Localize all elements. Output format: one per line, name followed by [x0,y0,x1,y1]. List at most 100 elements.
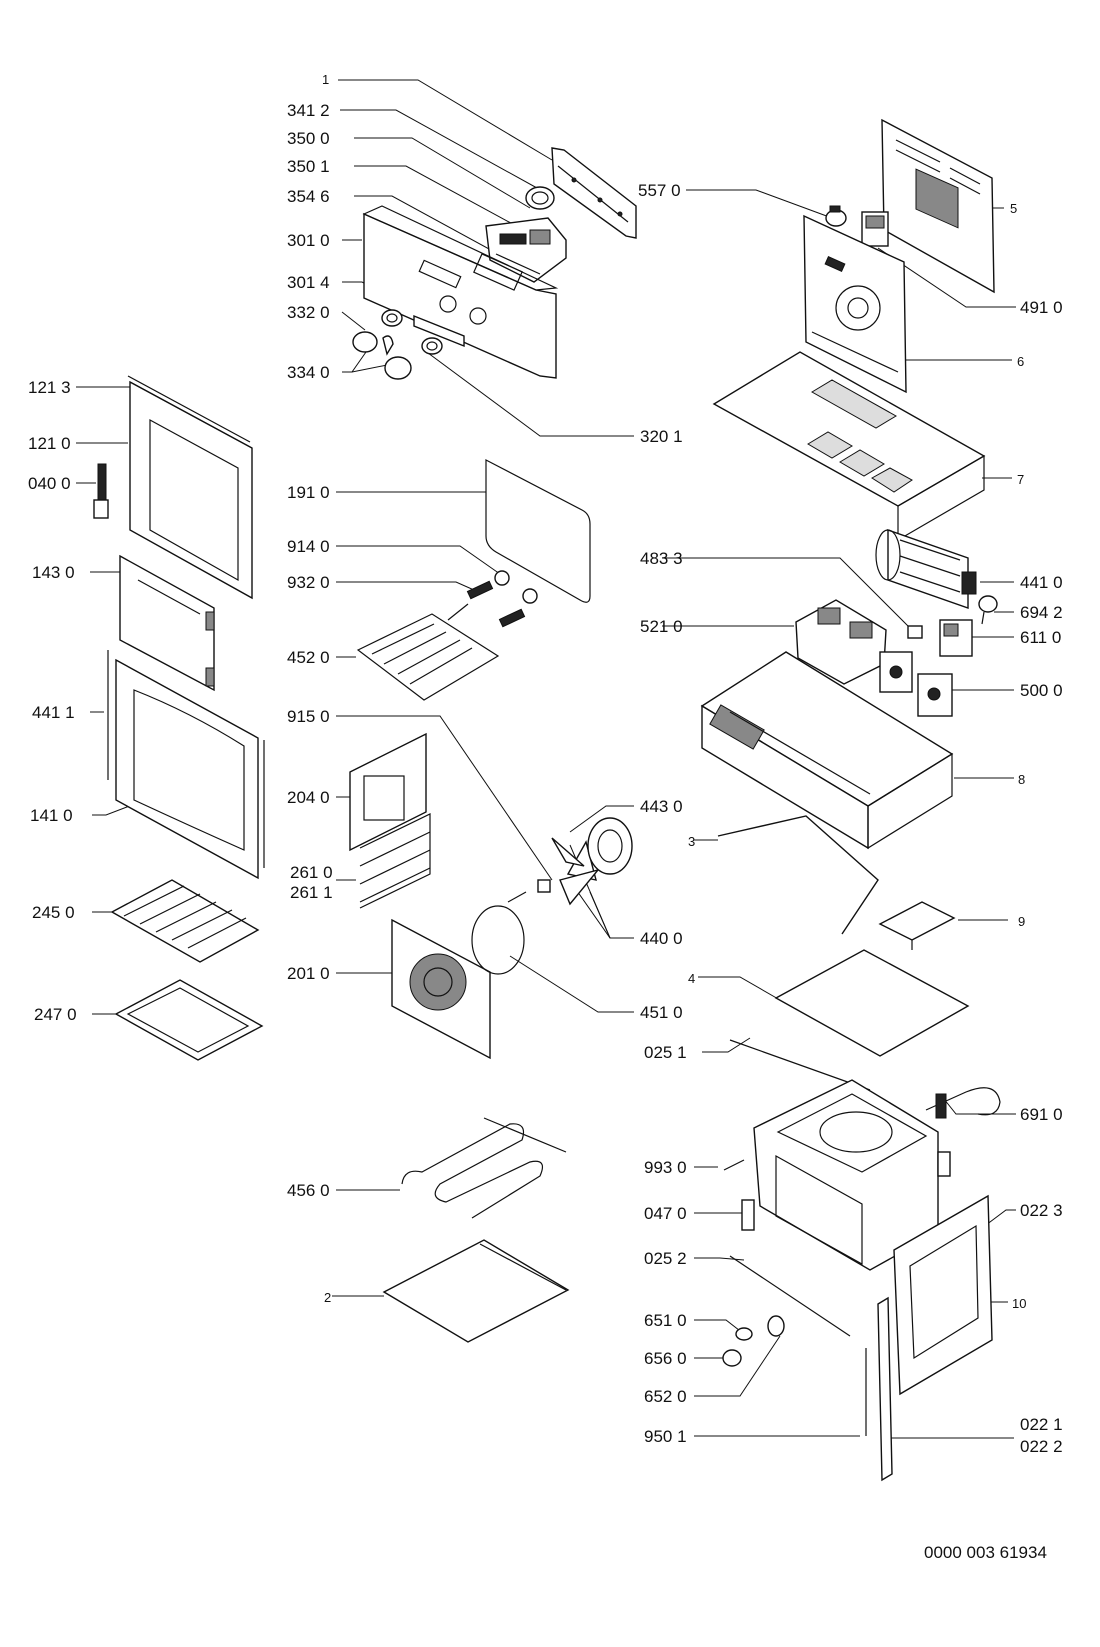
part-bracket-3 [717,815,879,935]
part-outer-door-141-0 [107,650,265,880]
callout-456-0: 456 0 [287,1181,330,1200]
callout-141-0: 141 0 [30,806,73,825]
callout-2: 2 [324,1290,331,1305]
callout-341-2: 341 2 [287,101,330,120]
callout-261-0: 261 0 [290,863,333,882]
part-thermostat-694-2 [978,595,998,625]
callout-451-0: 451 0 [640,1003,683,1022]
part-side-rail-204-0 [349,732,427,852]
part-base-plate-4 [729,949,970,1091]
callout-500-0: 500 0 [1020,681,1063,700]
part-control-housing-8 [700,651,954,850]
callout-441-0: 441 0 [1020,573,1063,592]
callout-labels: 1 341 2 350 0 350 1 354 6 301 0 301 4 33… [28,72,1063,1456]
callout-025-1: 025 1 [644,1043,687,1062]
part-knobs-332-334 [352,309,443,380]
part-door-frame-121 [127,375,253,600]
part-inner-glass-143-0 [119,554,215,692]
part-strip-301-4 [413,314,465,348]
callout-914-0: 914 0 [287,537,330,556]
callout-694-2: 694 2 [1020,603,1063,622]
part-knob-parts-651-656-652 [722,1315,785,1367]
callout-350-1: 350 1 [287,157,330,176]
callout-1: 1 [322,72,329,87]
part-switch-611-0 [939,619,973,657]
callout-354-6: 354 6 [287,187,330,206]
part-switches-500-0 [879,651,953,717]
part-rail-025-2 [729,1255,851,1337]
callout-691-0: 691 0 [1020,1105,1063,1124]
part-relay-491-0 [861,211,889,247]
callout-557-0: 557 0 [638,181,681,200]
callout-443-0: 443 0 [640,797,683,816]
part-wire-rack-245-0 [110,879,260,963]
callout-452-0: 452 0 [287,648,330,667]
callout-656-0: 656 0 [644,1349,687,1368]
callout-350-0: 350 0 [287,129,330,148]
part-screw-993-0 [723,1159,745,1171]
part-fan-440-443 [537,817,633,906]
callout-025-2: 025 2 [644,1249,687,1268]
callout-022-1: 022 1 [1020,1415,1063,1434]
callout-245-0: 245 0 [32,903,75,922]
part-bottom-plate-2 [382,1239,570,1343]
part-ring-element-451-0 [471,891,527,975]
part-ring-341-2 [525,186,555,210]
callout-915-0: 915 0 [287,707,330,726]
callout-143-0: 143 0 [32,563,75,582]
part-control-panel-301-0 [362,205,559,379]
callout-993-0: 993 0 [644,1158,687,1177]
part-side-panel-10 [893,1194,993,1396]
callout-3: 3 [688,834,695,849]
part-rear-wall-6 [803,214,907,394]
callout-022-2: 022 2 [1020,1437,1063,1456]
callout-441-1: 441 1 [32,703,75,722]
callout-040-0: 040 0 [28,474,71,493]
part-plate-9 [878,901,956,950]
callout-9: 9 [1018,914,1025,929]
callout-022-3: 022 3 [1020,1201,1063,1220]
callout-651-0: 651 0 [644,1311,687,1330]
callout-950-1: 950 1 [644,1427,687,1446]
part-top-cover-7 [712,351,986,542]
callout-4: 4 [688,971,695,986]
part-strips-950-022 [865,1296,893,1482]
part-fasteners-914-932 [466,570,538,628]
part-shelf-guides-261 [359,813,431,909]
callout-652-0: 652 0 [644,1387,687,1406]
part-switch-557-0 [825,205,847,227]
callout-10: 10 [1012,1296,1026,1311]
part-lamp-691-0 [925,1087,1001,1119]
part-back-panel-5 [881,118,995,294]
callout-8: 8 [1018,772,1025,787]
part-oven-cavity [753,1079,951,1271]
callout-611-0: 611 0 [1020,628,1061,647]
part-tray-247-0 [114,979,264,1061]
callout-301-0: 301 0 [287,231,330,250]
part-fan-cover-201-0 [391,918,491,1060]
callout-201-0: 201 0 [287,964,330,983]
part-tangential-fan-441-0 [875,529,977,609]
part-grill-element-452-0 [356,603,500,701]
callout-6: 6 [1017,354,1024,369]
part-display-board-350 [485,217,567,283]
document-code: 0000 003 61934 [924,1543,1047,1562]
part-gasket-191-0 [485,459,591,603]
callout-932-0: 932 0 [287,573,330,592]
callout-7: 7 [1017,472,1024,487]
part-hinge-040-0 [93,463,109,519]
part-bottom-element-456-0 [401,1117,567,1219]
callout-521-0: 521 0 [640,617,683,636]
part-connector-483-3 [907,625,923,639]
callout-440-0: 440 0 [640,929,683,948]
callout-247-0: 247 0 [34,1005,77,1024]
callout-483-3: 483 3 [640,549,683,568]
callout-121-0: 121 0 [28,434,71,453]
callout-204-0: 204 0 [287,788,330,807]
callout-261-1: 261 1 [290,883,333,902]
callout-5: 5 [1010,201,1017,216]
part-latch-047-0 [741,1199,755,1231]
callout-121-3: 121 3 [28,378,71,397]
part-bracket-1 [551,147,637,239]
